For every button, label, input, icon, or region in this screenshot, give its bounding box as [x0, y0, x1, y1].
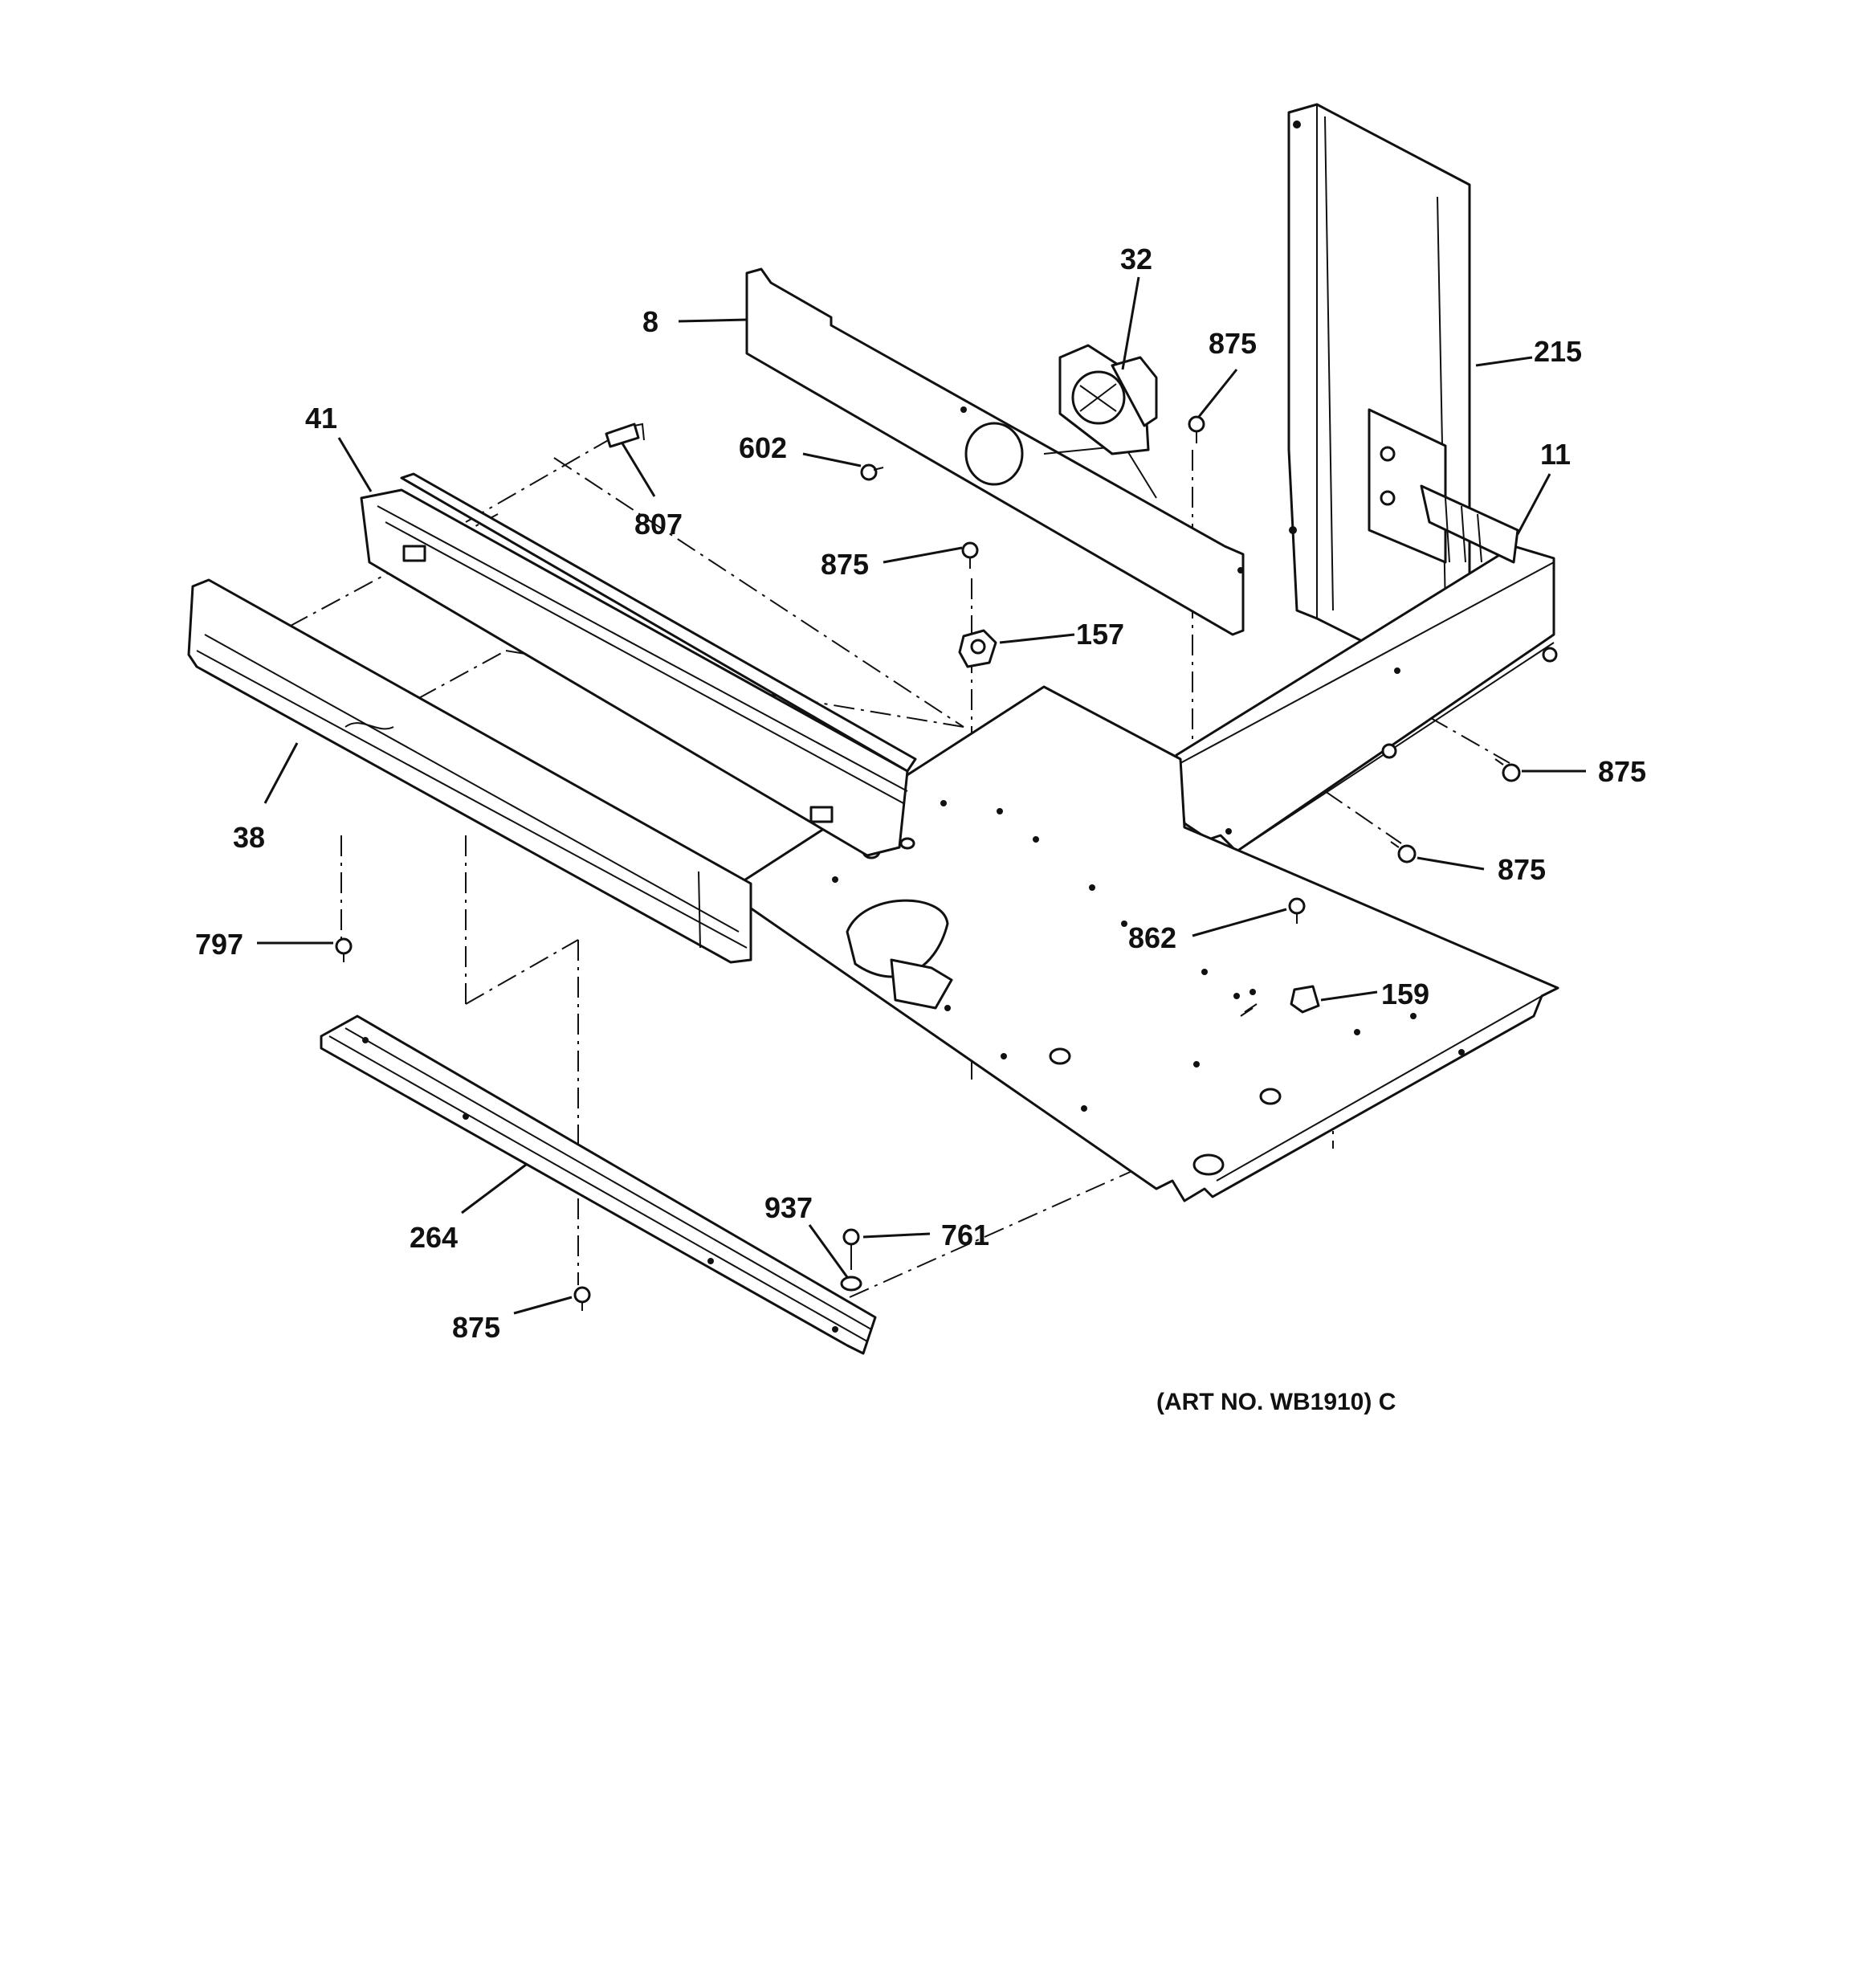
- part-8-back-bracket: [745, 267, 1245, 636]
- screw-807: [605, 423, 645, 448]
- callout-602: 602: [739, 431, 787, 464]
- screw-875-right-b: [1390, 841, 1417, 863]
- leader-lines: [257, 276, 1586, 1315]
- callout-875-right-a: 875: [1598, 755, 1646, 788]
- callout-264: 264: [410, 1221, 458, 1254]
- callout-807: 807: [634, 508, 683, 541]
- art-number: (ART NO. WB1910) C: [1156, 1389, 1396, 1415]
- callout-875-bottom: 875: [452, 1311, 500, 1344]
- part-264-lower-strip: [320, 1014, 877, 1355]
- thermostat-159: [1290, 985, 1320, 1014]
- callout-937: 937: [764, 1191, 813, 1224]
- callout-32: 32: [1120, 243, 1152, 276]
- screw-875-right-a: [1494, 758, 1521, 782]
- callout-38: 38: [233, 821, 265, 854]
- callout-41: 41: [305, 402, 337, 435]
- callout-8: 8: [642, 305, 658, 338]
- screw-875-center: [961, 541, 979, 569]
- callout-157: 157: [1076, 618, 1124, 651]
- callout-875-center: 875: [821, 548, 869, 581]
- screw-875-bottom: [573, 1286, 591, 1311]
- screw-602: [860, 463, 884, 481]
- washer-937: [840, 1276, 862, 1292]
- screw-761: [842, 1228, 860, 1253]
- hardware-screws: [335, 415, 1521, 1311]
- callout-215: 215: [1534, 335, 1582, 368]
- part-215-side-panel: [1287, 103, 1471, 644]
- callout-875-right-b: 875: [1498, 853, 1546, 886]
- screw-797: [335, 937, 353, 962]
- part-38-control-panel: [187, 578, 752, 964]
- callout-761: 761: [941, 1219, 989, 1251]
- screw-875-top: [1188, 415, 1205, 443]
- part-41-upper-trim: [360, 472, 917, 857]
- part-32-cooling-fan: [1058, 344, 1158, 455]
- callout-862: 862: [1128, 921, 1176, 954]
- callout-875-top: 875: [1209, 327, 1257, 360]
- callout-159: 159: [1381, 978, 1429, 1010]
- screw-862: [1288, 897, 1306, 924]
- callout-797: 797: [195, 928, 243, 961]
- callout-labels: 8 32 875 215 41 807 602 875 157 11 875 3…: [195, 243, 1646, 1415]
- base-floor-plate: [725, 685, 1559, 1202]
- callout-11: 11: [1540, 438, 1571, 471]
- thermostat-157: [958, 629, 997, 668]
